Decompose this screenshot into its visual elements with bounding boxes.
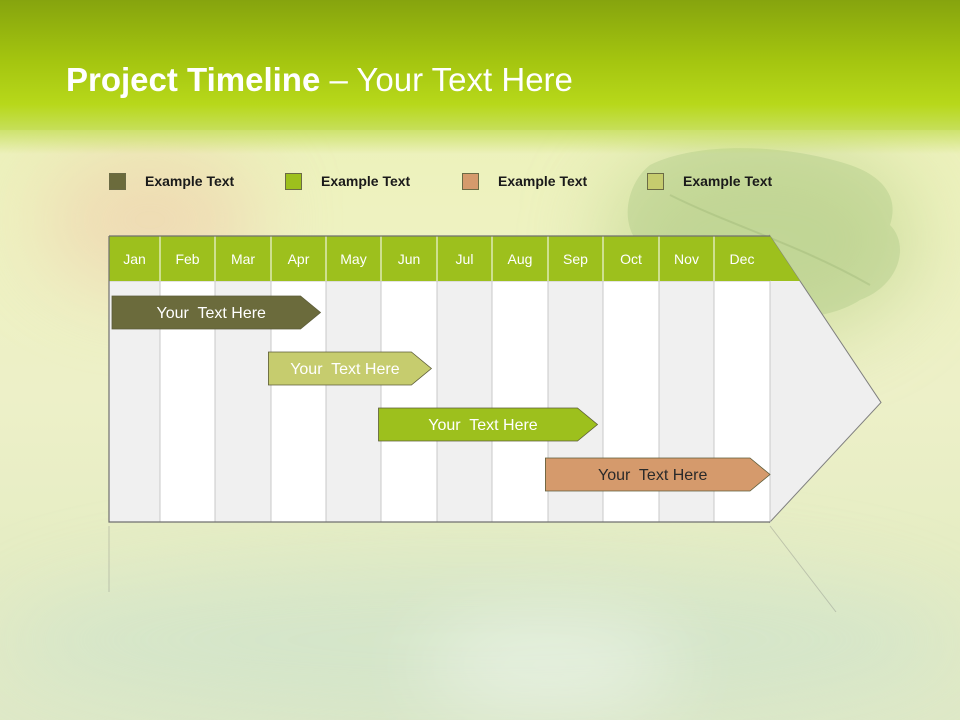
timeline-frame xyxy=(108,235,770,523)
month-label-may: May xyxy=(340,251,366,267)
month-label-sep: Sep xyxy=(563,251,588,267)
month-header-band xyxy=(109,236,770,281)
background-water-highlight xyxy=(420,620,680,710)
header-banner xyxy=(0,0,960,154)
task-bar xyxy=(545,457,771,492)
task-bar-label: Your Text Here xyxy=(157,305,267,322)
title-rest: – Your Text Here xyxy=(320,61,573,98)
legend-swatch xyxy=(647,172,664,190)
title-bold: Project Timeline xyxy=(66,61,321,98)
month-label-dec: Dec xyxy=(730,251,755,267)
legend-swatch xyxy=(109,172,126,190)
month-label-nov: Nov xyxy=(674,251,699,267)
timeline-reflection xyxy=(108,525,837,613)
legend-label: Example Text xyxy=(321,173,411,189)
legend-swatch xyxy=(285,172,302,190)
task-bar xyxy=(111,295,322,330)
legend-label: Example Text xyxy=(498,173,588,189)
month-column xyxy=(325,280,382,523)
month-label-jun: Jun xyxy=(398,251,421,267)
task-bar xyxy=(268,351,433,386)
month-column xyxy=(436,280,493,523)
task-bar-label: Your Text Here xyxy=(428,417,538,434)
legend-item: Example Text xyxy=(285,171,410,191)
task-bar xyxy=(378,407,599,442)
legend-item: Example Text xyxy=(462,171,587,191)
legend-label: Example Text xyxy=(683,173,773,189)
legend-item: Example Text xyxy=(109,171,234,191)
month-label-jan: Jan xyxy=(123,251,146,267)
arrow-band-tip xyxy=(770,236,800,281)
month-label-apr: Apr xyxy=(288,251,310,267)
legend-item: Example Text xyxy=(647,171,772,191)
month-label-mar: Mar xyxy=(231,251,255,267)
month-label-feb: Feb xyxy=(175,251,199,267)
task-bar-label: Your Text Here xyxy=(598,467,708,484)
month-column xyxy=(491,280,549,523)
month-column xyxy=(380,280,438,523)
month-label-aug: Aug xyxy=(508,251,533,267)
page-title: Project Timeline – Your Text Here xyxy=(66,60,573,100)
legend-swatch xyxy=(462,172,479,190)
month-label-jul: Jul xyxy=(456,251,474,267)
month-label-oct: Oct xyxy=(620,251,642,267)
background-water xyxy=(0,560,960,720)
task-bar-label: Your Text Here xyxy=(290,361,400,378)
legend-label: Example Text xyxy=(145,173,235,189)
